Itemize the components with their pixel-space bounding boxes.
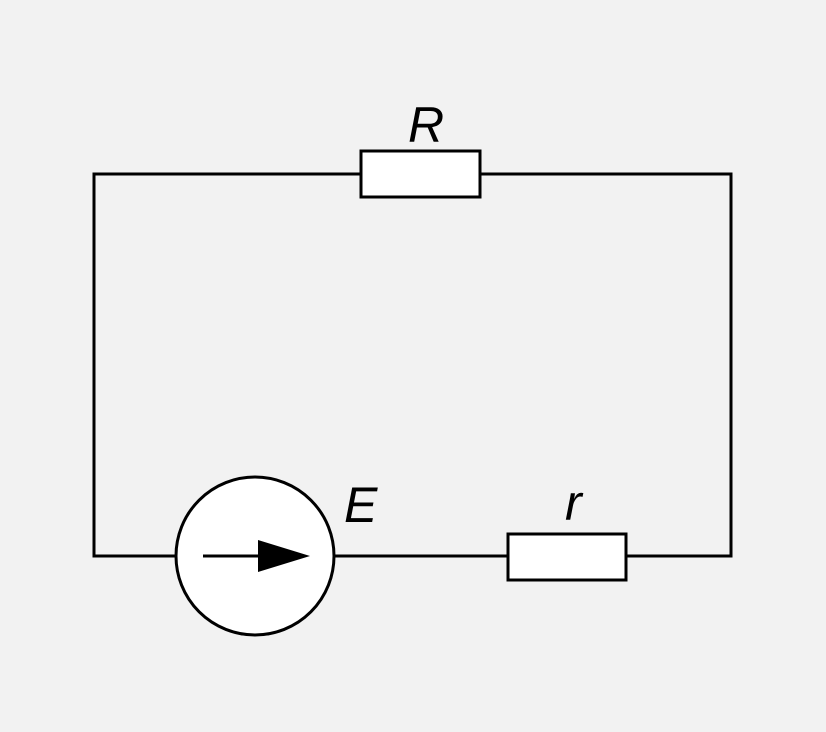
- emf-source-label: E: [344, 477, 378, 533]
- internal-resistor-label: r: [565, 475, 582, 531]
- wire-top-right: [480, 172, 733, 558]
- internal-resistor: [506, 532, 628, 582]
- emf-arrowhead-icon: [258, 540, 310, 572]
- external-resistor: [359, 149, 482, 199]
- emf-source-symbol: [174, 475, 336, 637]
- external-resistor-label: R: [408, 97, 445, 153]
- wire-top-left: [92, 172, 361, 558]
